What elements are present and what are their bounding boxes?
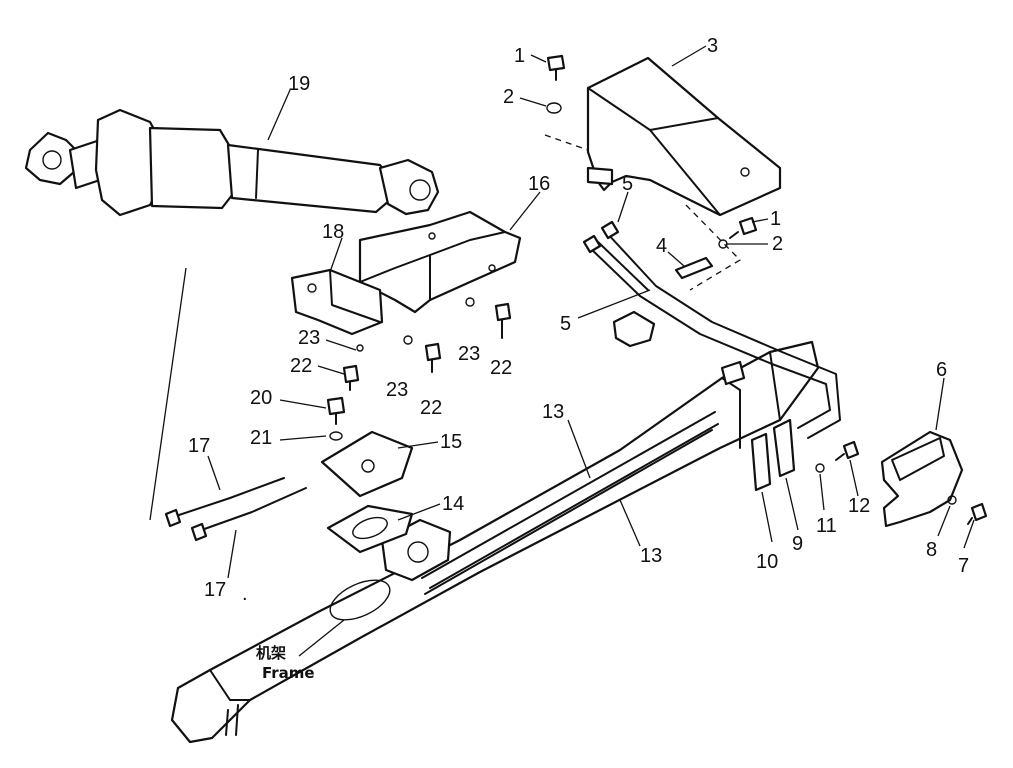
dash-line-bolt-1 [544, 134, 589, 151]
callout-21: 21 [250, 427, 272, 449]
callout-2-top: 2 [503, 86, 514, 108]
callout-22-left: 22 [290, 355, 312, 377]
part-6-guard [880, 430, 964, 528]
callout-8: 8 [926, 539, 937, 561]
callout-5-bottom: 5 [560, 313, 571, 335]
callout-23-left: 23 [298, 327, 320, 349]
callout-1-right: 1 [770, 208, 781, 230]
callout-6: 6 [936, 359, 947, 381]
callout-22-right: 22 [490, 357, 512, 379]
part-9-plate [772, 418, 796, 478]
callout-23-middle: 23 [386, 379, 408, 401]
part-18-bracket [290, 268, 384, 336]
callout-1-top: 1 [514, 45, 525, 67]
callout-16: 16 [528, 173, 550, 195]
part-10-plate [750, 432, 772, 492]
callout-15: 15 [440, 431, 462, 453]
callout-2-right: 2 [772, 233, 783, 255]
part-17-hoses [164, 477, 307, 542]
callout-5-top: 5 [622, 173, 633, 195]
callout-17-upper: 17 [188, 435, 210, 457]
callout-18: 18 [322, 221, 344, 243]
callout-10: 10 [756, 551, 778, 573]
stray-dot: . [242, 583, 248, 605]
callout-13-lower: 13 [640, 545, 662, 567]
part-19-cylinder [24, 108, 440, 217]
dash-lines-upper [685, 204, 742, 291]
part-15-plate [320, 430, 414, 498]
leader-lines [207, 45, 975, 657]
callout-numbers: 1 2 3 1 2 4 5 5 6 7 8 9 10 11 12 13 13 1… [188, 35, 969, 601]
frame-label: 机架 Frame [256, 644, 315, 682]
long-leader-line [149, 267, 187, 521]
part-16-bracket [358, 210, 522, 314]
small-block [612, 310, 656, 348]
part-4-clamp [674, 256, 714, 280]
frame-beam [170, 340, 820, 744]
callout-22-middle: 22 [420, 397, 442, 419]
callout-20: 20 [250, 387, 272, 409]
callout-23-right: 23 [458, 343, 480, 365]
part-13-tubes [421, 411, 719, 595]
frame-label-en: Frame [262, 664, 315, 682]
callout-11: 11 [816, 515, 837, 537]
callout-12: 12 [848, 495, 870, 517]
callout-4: 4 [656, 235, 667, 257]
part-14-plate [326, 504, 414, 554]
callout-13-upper: 13 [542, 401, 564, 423]
callout-17-lower: 17 [204, 579, 226, 601]
callout-3: 3 [707, 35, 718, 57]
callout-19: 19 [288, 73, 310, 95]
callout-7: 7 [958, 555, 969, 577]
frame-label-cn: 机架 [256, 644, 286, 662]
part-3-cover [586, 56, 782, 217]
callout-9: 9 [792, 533, 803, 555]
callout-14: 14 [442, 493, 464, 515]
part-5-hoses [582, 220, 841, 439]
